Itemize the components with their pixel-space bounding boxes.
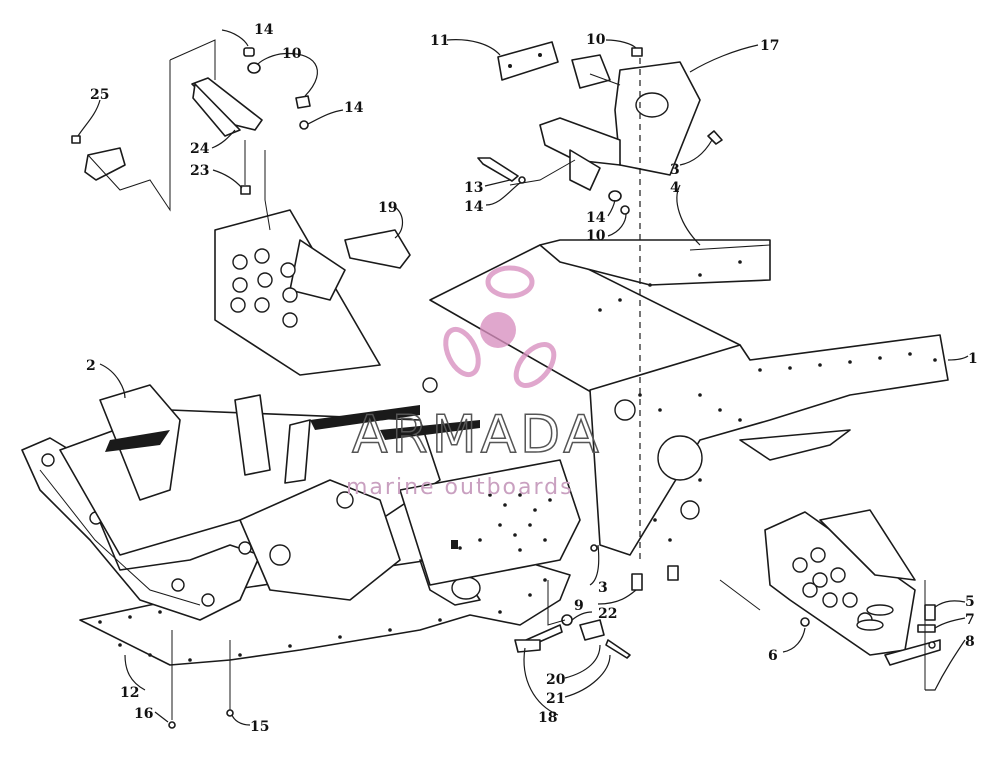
callout-15: 15 [250,719,269,735]
callout-1: 1 [968,351,978,367]
main-frame-part [422,239,949,556]
bracket-24-part [191,77,263,137]
callout-3: 3 [670,162,680,178]
callout-6: 6 [768,648,778,664]
callout-14: 14 [586,210,606,226]
plate-11-part [497,41,559,81]
callout-23: 23 [190,163,209,179]
front-frame-assembly [21,384,581,621]
left-footrest-part [214,209,381,376]
plate-25-part [84,147,126,181]
callout-5: 5 [965,594,975,610]
callout-7: 7 [965,612,975,628]
callout-9: 9 [574,598,584,614]
callout-19: 19 [378,200,397,216]
callout-20: 20 [546,672,566,688]
watermark-logo [443,265,557,388]
callout-10: 10 [586,32,606,48]
callout-21: 21 [546,691,565,707]
watermark-tagline: marine outboards [346,475,574,500]
callout-18: 18 [538,710,557,726]
callout-12: 12 [120,685,139,701]
watermark-text: ARMADA marine outboards [346,404,603,500]
callout-10: 10 [282,46,302,62]
bracket-17-part [539,54,701,191]
right-footrest-part [764,509,941,666]
callout-3: 3 [598,580,608,596]
callout-13: 13 [464,180,483,196]
bracket-19-part [344,229,411,269]
leader-lines [77,29,969,726]
callout-11: 11 [430,33,449,49]
callout-16: 16 [134,706,153,722]
callout-14: 14 [344,100,364,116]
callout-10: 10 [586,228,606,244]
callout-17: 17 [760,38,779,54]
callout-22: 22 [598,606,617,622]
callout-4: 4 [670,180,680,196]
watermark-brand: ARMADA [352,405,603,465]
callout-labels: 1 2 3 3 4 5 6 7 8 9 10 10 10 11 12 13 14… [86,22,978,735]
callout-14: 14 [464,199,484,215]
callout-24: 24 [190,141,210,157]
callout-25: 25 [90,87,109,103]
callout-8: 8 [965,634,975,650]
hardware-fasteners [71,47,936,729]
callout-14: 14 [254,22,274,38]
callout-2: 2 [86,358,96,374]
